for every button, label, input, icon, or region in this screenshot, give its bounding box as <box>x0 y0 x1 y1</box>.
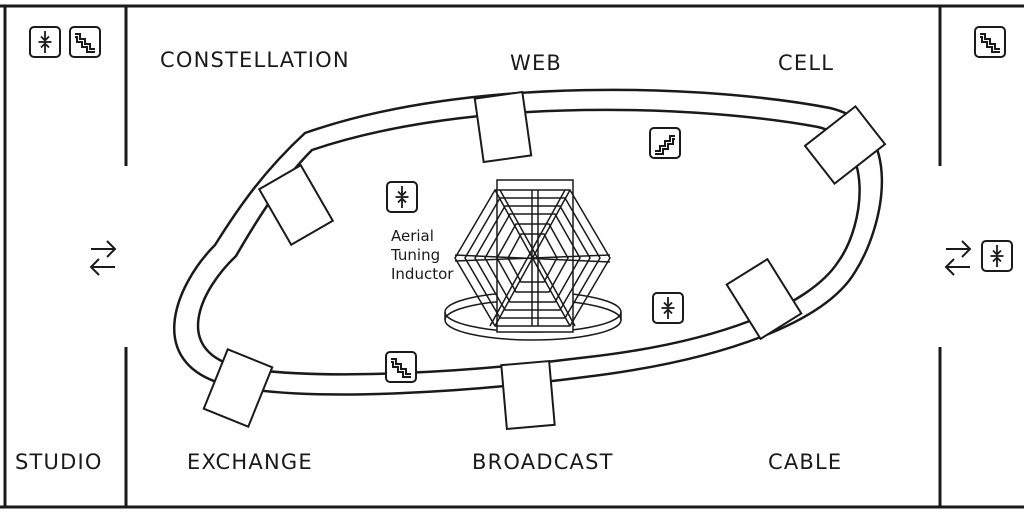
compress-icon <box>981 240 1013 272</box>
room-label-exchange: EXCHANGE <box>187 450 313 474</box>
station-top <box>473 90 533 164</box>
ring-track-outer <box>173 88 884 396</box>
stairs-up-icon <box>649 127 681 159</box>
station-left <box>257 163 335 247</box>
room-label-constellation: CONSTELLATION <box>160 48 350 72</box>
ring-stations <box>202 90 887 431</box>
room-label-studio: STUDIO <box>15 450 103 474</box>
room-label-cell: CELL <box>778 51 835 75</box>
stairs-down-icon <box>69 26 101 58</box>
swap-arrows-icon <box>90 240 116 276</box>
stairs-down-icon <box>974 26 1006 58</box>
room-label-broadcast: BROADCAST <box>472 450 614 474</box>
compress-icon <box>652 292 684 324</box>
compress-icon <box>29 26 61 58</box>
aerial-tuning-inductor <box>444 179 622 341</box>
station-bottom <box>500 359 556 431</box>
room-label-cable: CABLE <box>768 450 843 474</box>
station-right <box>725 257 803 341</box>
room-label-web: WEB <box>510 51 563 75</box>
swap-arrows-icon <box>945 240 971 276</box>
center-label-line2: Tuning <box>391 246 441 264</box>
center-label: Aerial Tuning Inductor <box>391 227 453 284</box>
studio-top-icons <box>29 26 101 58</box>
center-label-line3: Inductor <box>391 265 454 283</box>
station-top-right <box>803 104 887 186</box>
center-label-line1: Aerial <box>391 227 434 245</box>
station-bottom-left <box>202 348 274 428</box>
ring-track-inner <box>196 108 861 376</box>
stairs-down-icon <box>385 351 417 383</box>
compress-icon <box>386 181 418 213</box>
room-walls <box>0 4 1024 509</box>
